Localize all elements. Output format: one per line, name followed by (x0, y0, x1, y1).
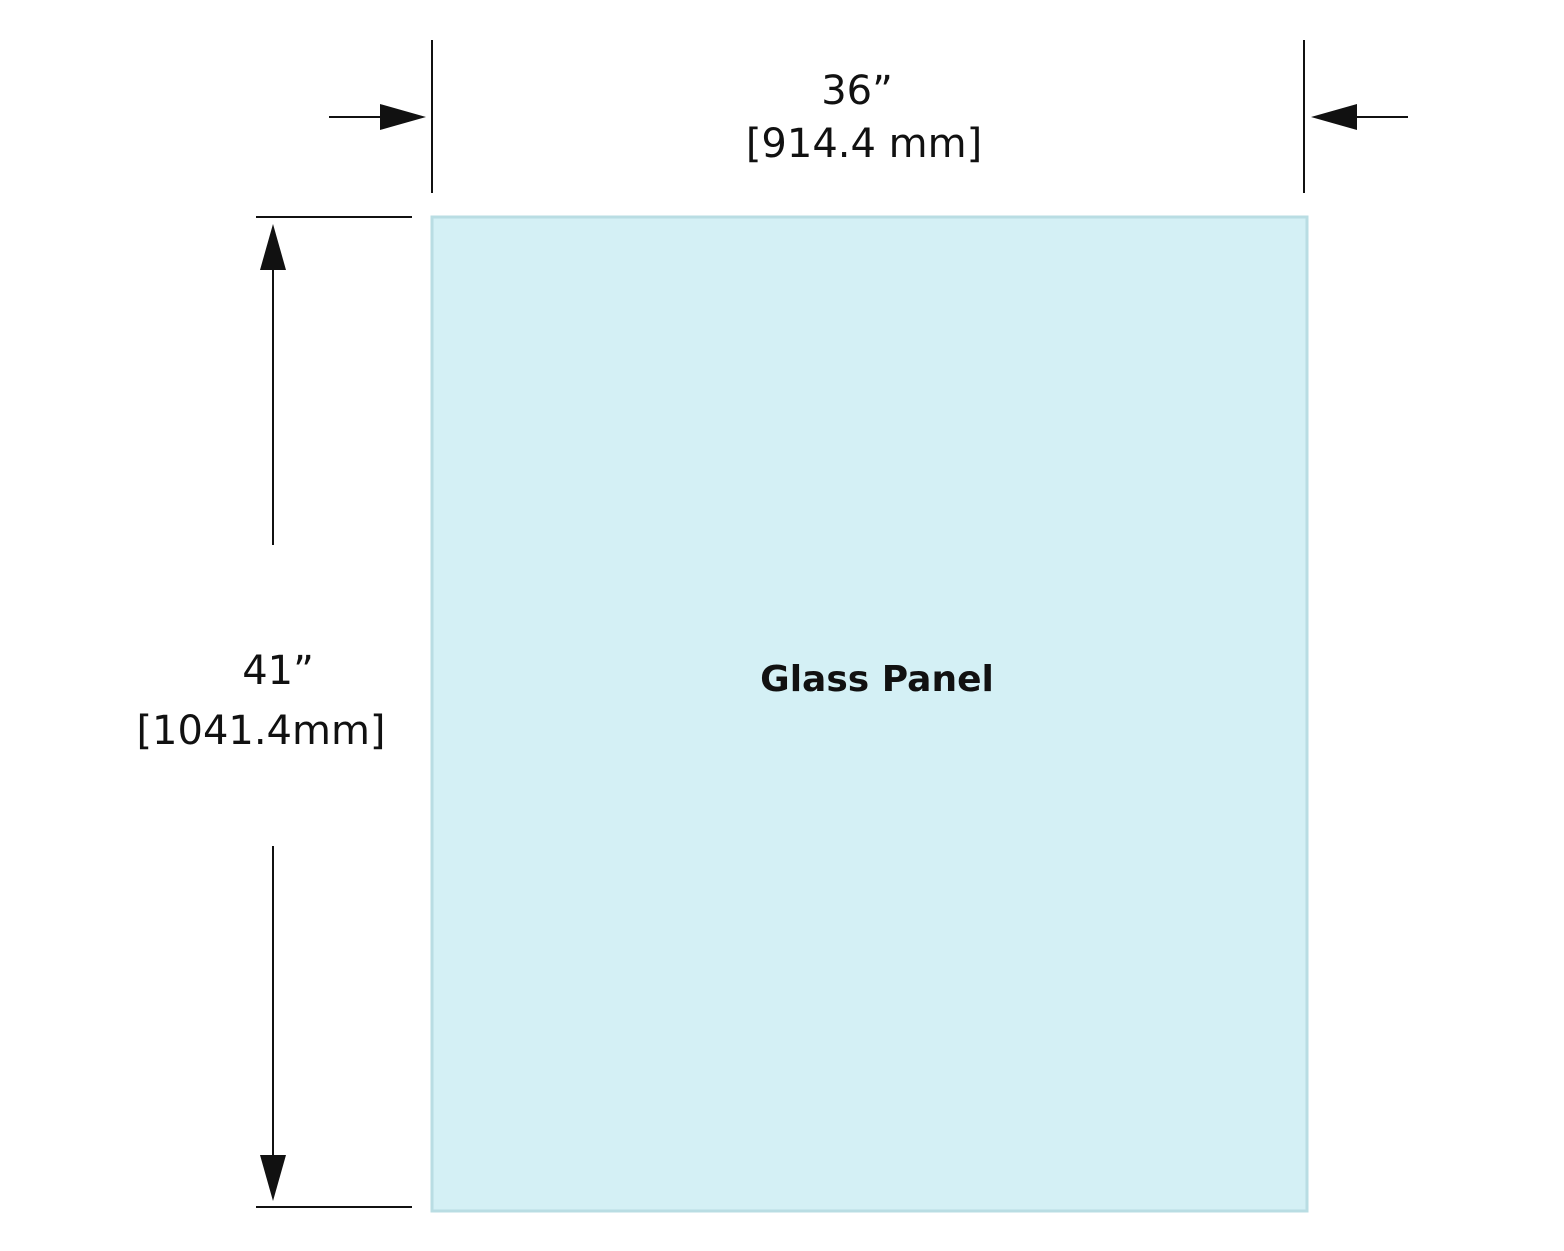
height-arrow-top-head (260, 224, 286, 270)
width-imperial-label: 36” (821, 68, 893, 114)
height-arrow-bottom-head (260, 1155, 286, 1201)
height-metric-label: [1041.4mm] (136, 708, 385, 754)
glass-panel (430, 215, 1309, 1213)
width-arrow-left-head (380, 104, 426, 130)
width-arrow-right-head (1311, 104, 1357, 130)
height-imperial-label: 41” (242, 648, 314, 694)
glass-panel-label: Glass Panel (760, 659, 994, 700)
width-metric-label: [914.4 mm] (746, 121, 982, 167)
